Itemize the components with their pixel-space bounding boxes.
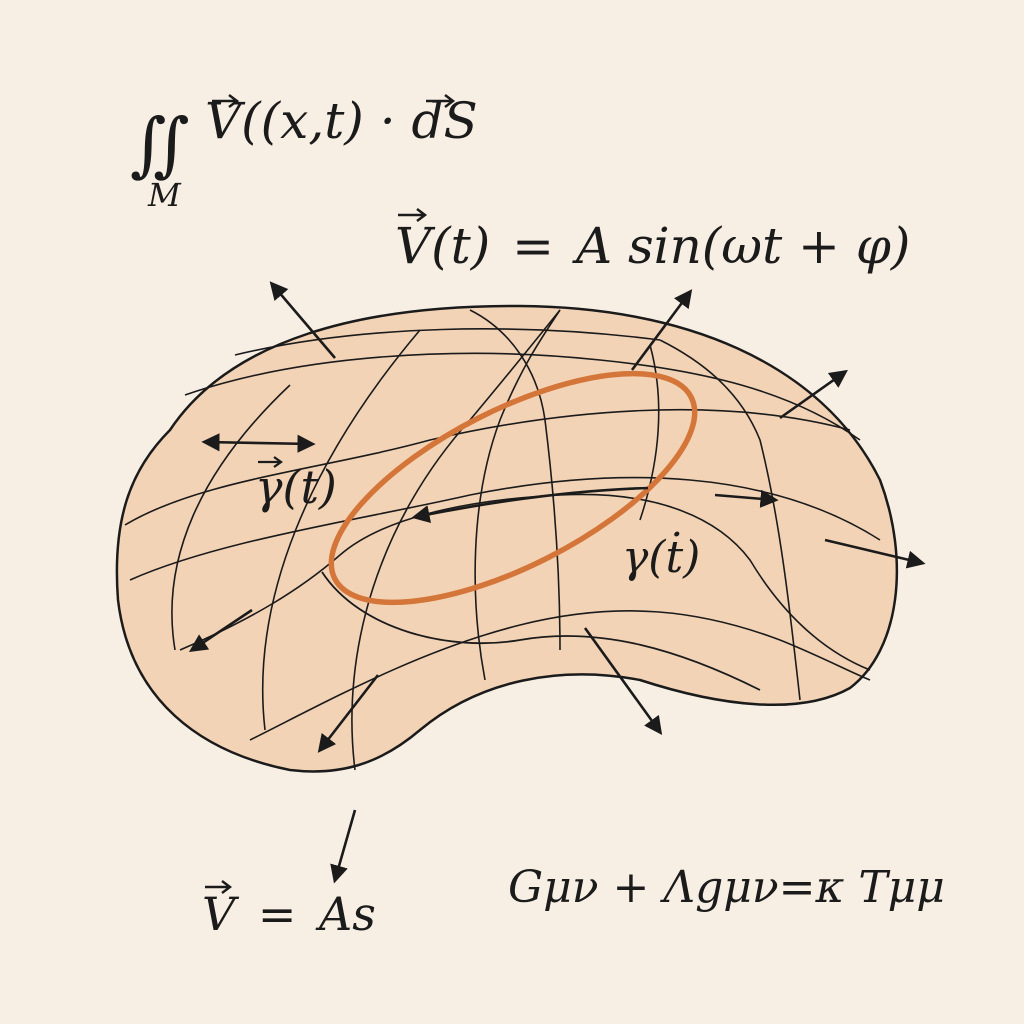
velocity-rhs: As [315, 887, 376, 941]
normal-arrow [583, 627, 663, 735]
oscillation-lhs: V(t) [395, 217, 490, 275]
surface-crease [321, 571, 761, 691]
interior-arrow [411, 486, 649, 524]
tangent-arrow [714, 489, 779, 508]
oscillation-equals: = [512, 217, 554, 275]
integral-domain: M [147, 176, 182, 214]
normal-arrow [824, 538, 926, 569]
grid-line [351, 309, 561, 771]
velocity-lhs: V [202, 887, 240, 941]
oscillation-rhs: A sin(ωt + φ) [572, 217, 910, 275]
double-integral-sign: ∬ [130, 103, 190, 185]
grid-line [469, 309, 561, 651]
normal-arrow [630, 289, 693, 371]
vector-arrow-accent [212, 94, 240, 108]
tangent-arrow-double [201, 433, 316, 453]
grid-line [249, 610, 871, 741]
einstein-field-equation: Gμν + Λgμν=κ Tμμ [508, 862, 945, 913]
vector-arrows [188, 281, 926, 884]
gamma-dot-label: γ(ṫ) [622, 530, 700, 583]
overbar-arrow [258, 456, 283, 468]
normal-arrow [317, 674, 380, 753]
oscillation-formula: V(t) = A sin(ωt + φ) [395, 208, 910, 275]
vector-arrow-accent [205, 880, 232, 894]
manifold-surface [115, 304, 899, 773]
surface-grid [124, 309, 881, 771]
normal-arrow [330, 809, 357, 884]
grid-line [171, 384, 291, 651]
svg-text:V = As: V = As [202, 887, 376, 941]
gamma-bar-label-group: γ(t) [255, 456, 337, 514]
normal-arrow [269, 281, 336, 359]
vector-arrow-accent [398, 208, 428, 222]
grid-line [474, 309, 561, 681]
velocity-equals: = [258, 887, 297, 941]
normal-arrow [188, 608, 253, 653]
grid-line [261, 329, 421, 731]
velocity-formula: V = As [202, 880, 376, 941]
vector-arrow-accent [426, 94, 456, 108]
flux-integral-formula: ∬ M V((x,t) · dS [130, 92, 478, 214]
grid-line [659, 339, 801, 701]
grid-line [184, 352, 861, 441]
normal-arrow [779, 369, 848, 420]
svg-text:V(t) = A sin(ωt +: V(t) = A sin(ωt + φ) [395, 217, 910, 275]
grid-line [639, 344, 660, 521]
gamma-bar-label: γ(t) [255, 460, 337, 514]
closed-curve-loop [328, 370, 698, 606]
grid-line [234, 328, 661, 356]
